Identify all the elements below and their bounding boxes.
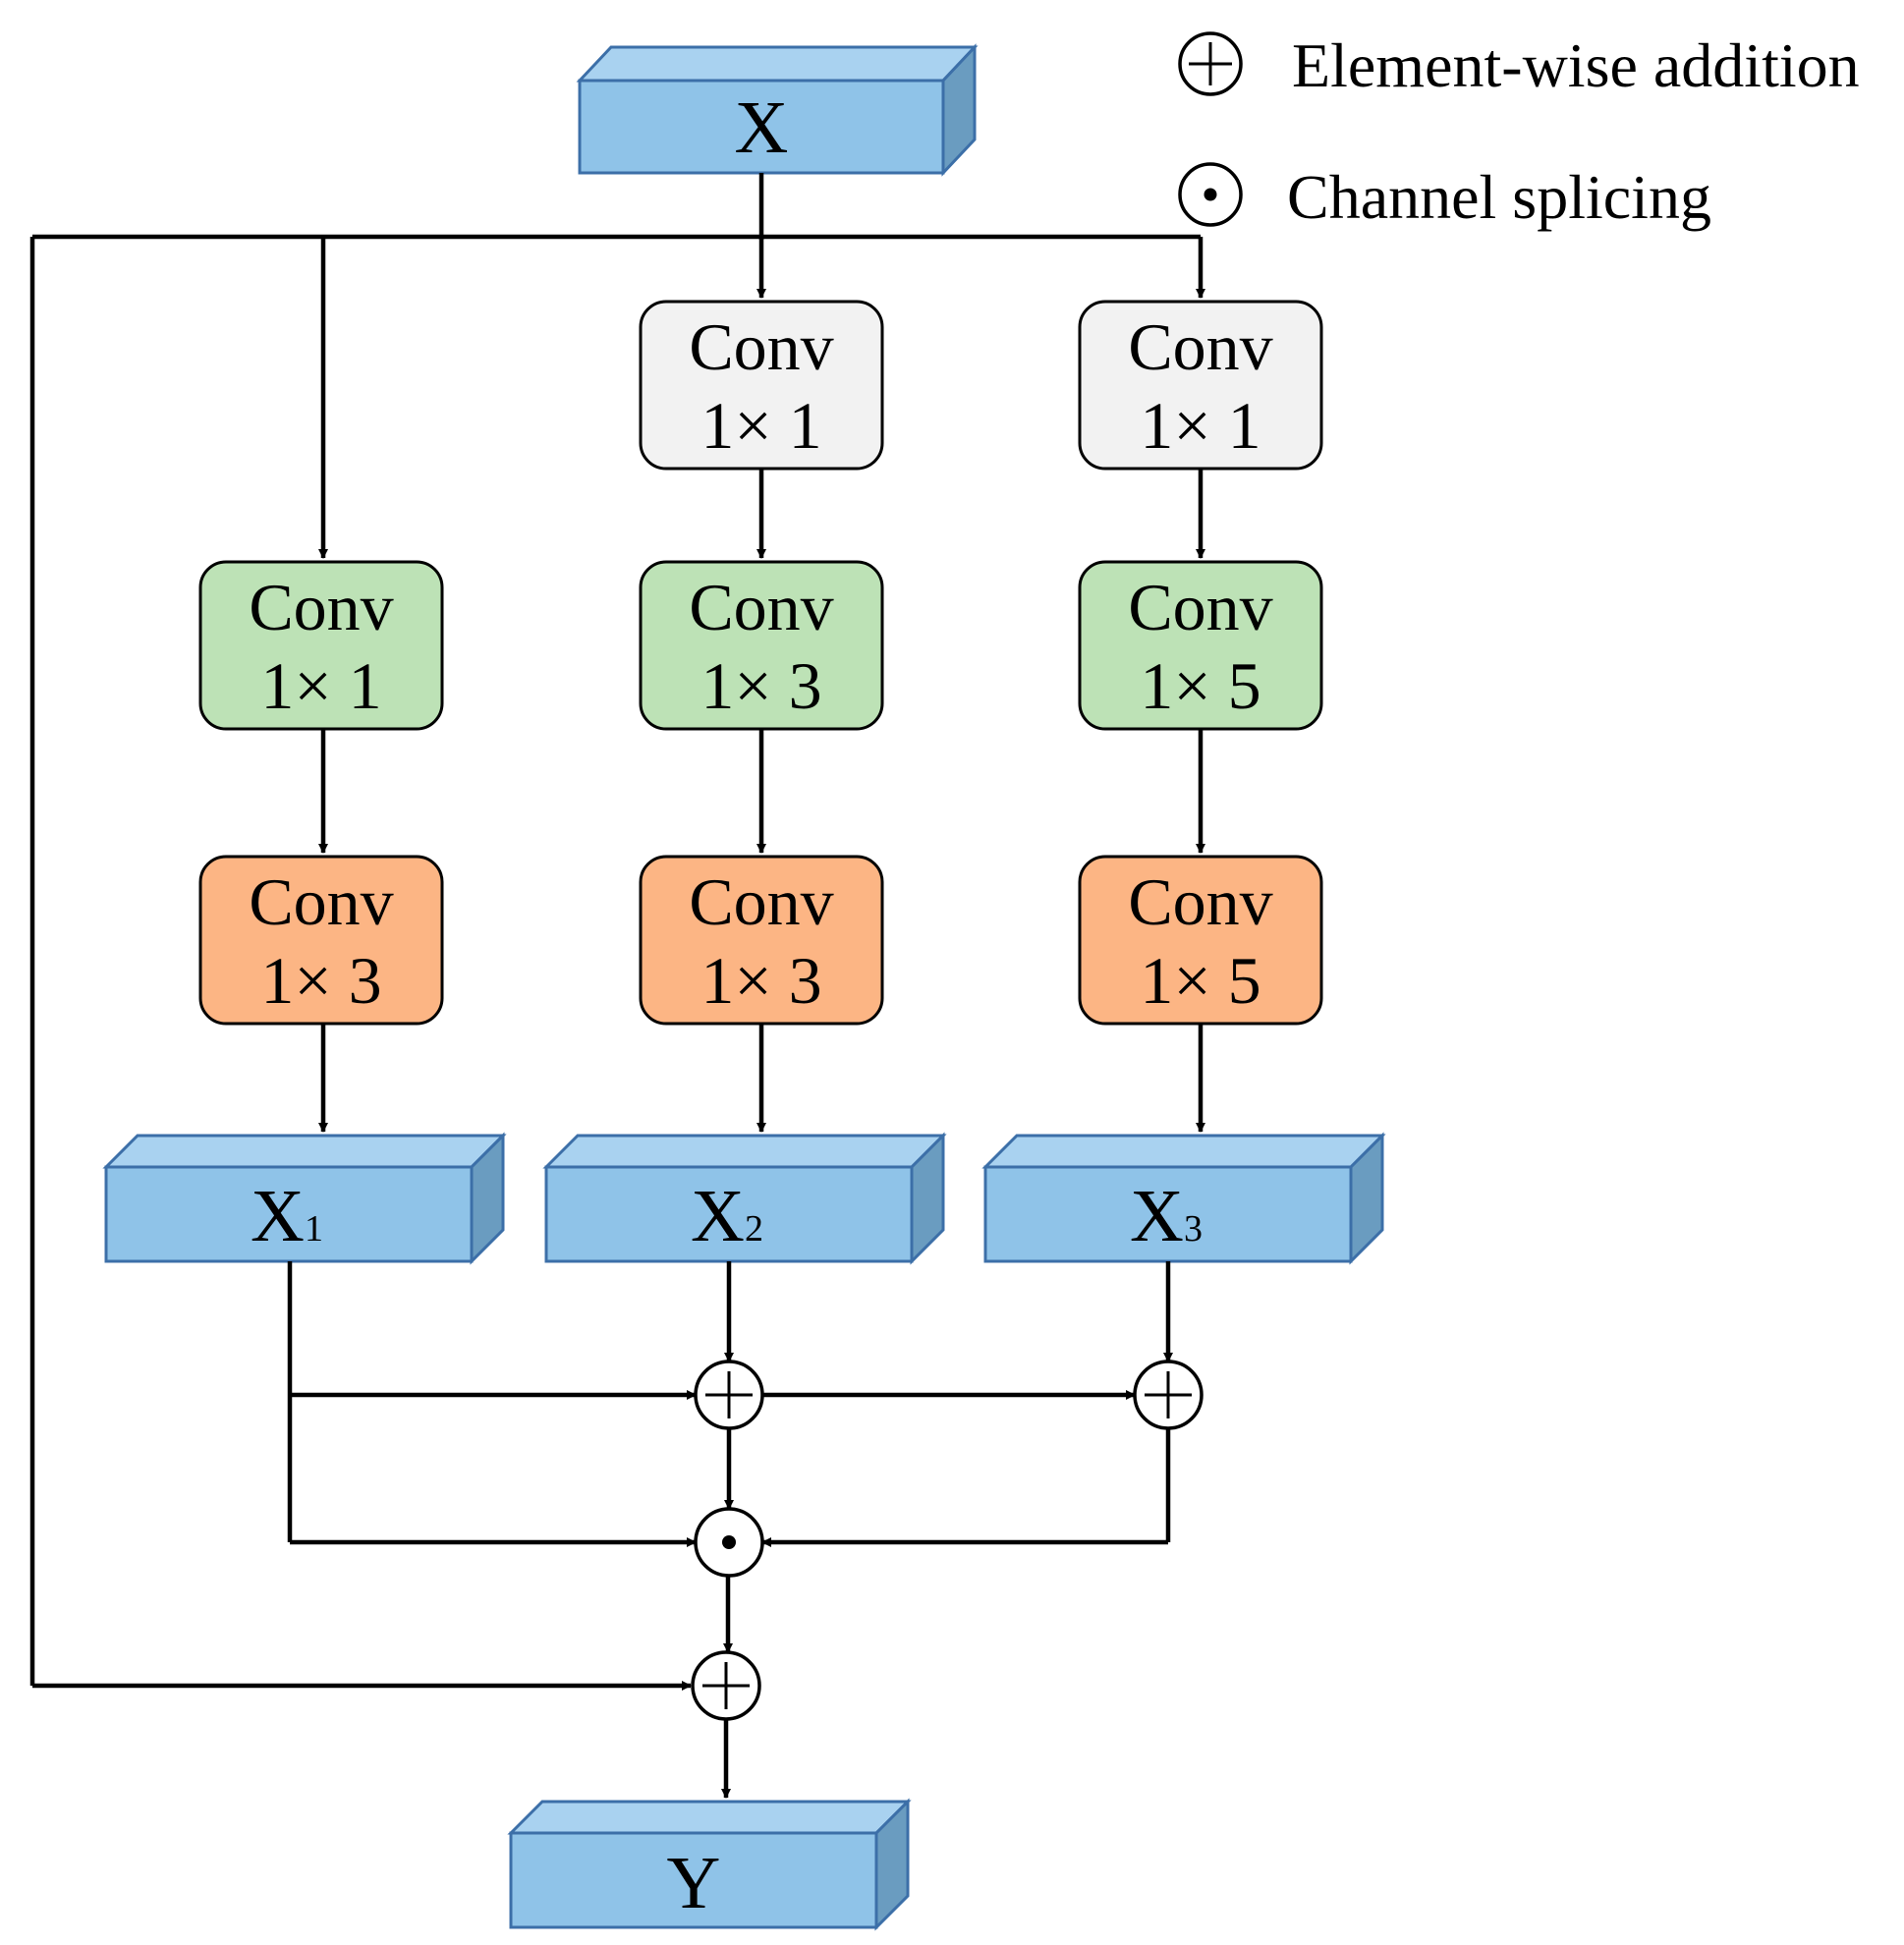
branch-3-conv-2: Conv 1× 5 [1078, 560, 1323, 731]
input-distribution-lines [29, 173, 1205, 1691]
conv-kernel: 1× 1 [700, 388, 821, 463]
conv-kernel: 1× 3 [700, 648, 821, 723]
conv-kernel: 1× 3 [700, 943, 821, 1018]
branch-2-conv-3: Conv 1× 3 [639, 855, 884, 1026]
branch-3-conv-1: Conv 1× 1 [1078, 300, 1323, 471]
tensor-x1: X1 [102, 1132, 507, 1265]
tensor-x3-label: X3 [1130, 1175, 1203, 1257]
tensor-x2-label: X2 [691, 1175, 763, 1257]
branch-3: Conv 1× 1 Conv 1× 5 Conv 1× 5 X3 [981, 300, 1386, 1265]
conv-label: Conv [1128, 864, 1272, 939]
input-tensor-label: X [735, 86, 789, 169]
branch-3-conv-3: Conv 1× 5 [1078, 855, 1323, 1026]
conv-kernel: 1× 3 [260, 943, 381, 1018]
branch-1-conv-2: Conv 1× 3 [198, 855, 444, 1026]
addition-node-1 [694, 1360, 764, 1430]
conv-label: Conv [689, 864, 833, 939]
conv-kernel: 1× 1 [260, 648, 381, 723]
branch-2-conv-1: Conv 1× 1 [639, 300, 884, 471]
output-tensor-label: Y [667, 1842, 721, 1924]
conv-label: Conv [1128, 570, 1272, 644]
legend-splicing-icon [1178, 162, 1243, 227]
legend-splicing-label: Channel splicing [1287, 162, 1711, 232]
branch-2: Conv 1× 1 Conv 1× 3 Conv 1× 3 X2 [542, 300, 947, 1265]
addition-node-final [691, 1650, 761, 1721]
legend-addition-icon [1178, 31, 1243, 96]
conv-label: Conv [249, 864, 393, 939]
conv-kernel: 1× 1 [1140, 388, 1260, 463]
legend: Element-wise addition Channel splicing [1178, 30, 1860, 232]
conv-label: Conv [689, 309, 833, 384]
branch-1-conv-1: Conv 1× 1 [198, 560, 444, 731]
conv-kernel: 1× 5 [1140, 648, 1260, 723]
conv-label: Conv [1128, 309, 1272, 384]
fusion-lines [287, 1261, 1173, 1799]
channel-splicing-node [694, 1507, 764, 1578]
conv-label: Conv [249, 570, 393, 644]
tensor-x2: X2 [542, 1132, 947, 1265]
legend-addition-label: Element-wise addition [1292, 30, 1860, 100]
tensor-x3: X3 [981, 1132, 1386, 1265]
output-tensor-y: Y [507, 1798, 912, 1931]
branch-1: Conv 1× 1 Conv 1× 3 X1 [102, 560, 507, 1265]
tensor-x1-label: X1 [251, 1175, 323, 1257]
input-tensor-x: X [576, 43, 979, 177]
conv-label: Conv [689, 570, 833, 644]
branch-2-conv-2: Conv 1× 3 [639, 560, 884, 731]
conv-kernel: 1× 5 [1140, 943, 1260, 1018]
addition-node-2 [1133, 1360, 1204, 1430]
